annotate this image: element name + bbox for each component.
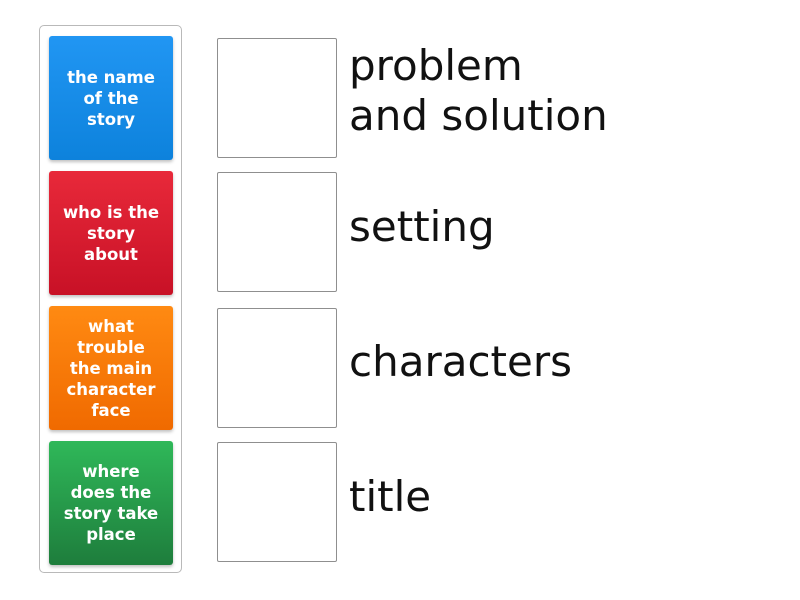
term-problem-and-solution: problem and solution (349, 41, 608, 140)
term-title: title (349, 472, 432, 521)
card-label: the name of the story (67, 67, 155, 129)
draggable-card-characters-definition[interactable]: who is the story about (49, 171, 173, 295)
term-setting: setting (349, 202, 495, 251)
drop-slot-characters[interactable] (217, 308, 337, 428)
term-characters: characters (349, 337, 573, 386)
draggable-card-problem-definition[interactable]: what trouble the main character face (49, 306, 173, 430)
card-label: what trouble the main character face (66, 316, 156, 420)
draggable-card-title-definition[interactable]: the name of the story (49, 36, 173, 160)
drop-slot-problem-and-solution[interactable] (217, 38, 337, 158)
card-label: who is the story about (62, 202, 160, 264)
card-label: where does the story take place (63, 462, 159, 544)
drop-slot-title[interactable] (217, 442, 337, 562)
draggable-card-setting-definition[interactable]: where does the story take place (49, 441, 173, 565)
drop-slot-setting[interactable] (217, 172, 337, 292)
